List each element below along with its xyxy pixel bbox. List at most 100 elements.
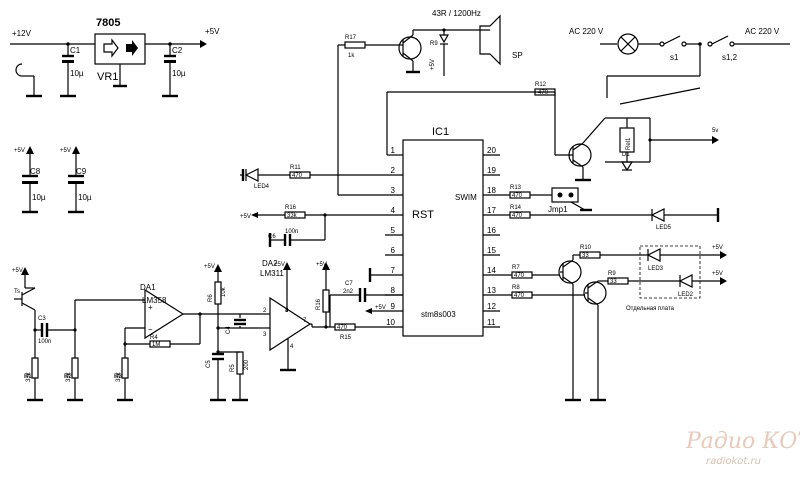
svg-text:7: 7 (303, 318, 307, 324)
svg-text:3: 3 (263, 332, 267, 338)
r7-ref: R7 (512, 265, 520, 271)
da2-supply: +5V (274, 262, 285, 268)
ac-left-label: AC 220 V (569, 27, 604, 36)
buzzer-label: 43R / 1200Hz (432, 9, 481, 18)
r6-supply: +5V (204, 264, 215, 270)
ic1-pin-20: 20 (487, 146, 496, 155)
ic1-pin-13: 13 (487, 286, 496, 295)
ic1-rst: RST (412, 209, 434, 221)
r8-value: 470 (514, 293, 525, 299)
r13-ref: R13 (510, 185, 522, 191)
r9-ref: R9 (608, 271, 616, 277)
relay-label: Rel1 (626, 137, 632, 150)
r17-value: 1k (348, 53, 355, 59)
mains-section: AC 220 V AC 220 V s1 s1,2 Rel1 5v (387, 27, 790, 182)
ic1-pin-15: 15 (487, 246, 496, 255)
ts-label: Ts (14, 289, 20, 295)
ic1-pin-17: 17 (487, 206, 496, 215)
r5-value: 200 (244, 359, 250, 370)
separate-led-board: Отдельная плата +5V LED3 +5V LED2 (626, 245, 727, 312)
input-12v-label: +12V (12, 29, 32, 38)
watermark: Радио КОТ radiokot.ru (685, 429, 800, 467)
led4-label: LED4 (254, 184, 270, 190)
led2-label: LED2 (678, 292, 694, 298)
r13-value: 470 (512, 193, 523, 199)
r3-value: 33k (116, 371, 122, 382)
r7-value: 470 (514, 273, 525, 279)
speaker-label: SP (512, 51, 523, 60)
ts-supply: +5V (12, 268, 23, 274)
c2-value: 10µ (172, 69, 186, 78)
c8-supply: +5V (14, 148, 25, 154)
ic1-pin-9: 9 (391, 302, 396, 311)
r10-ref: R10 (580, 245, 592, 251)
ic1-pin-7: 7 (391, 266, 396, 275)
board-label: Отдельная плата (626, 306, 675, 312)
analog-front-end: +5V Ts R1 33k C3 100n R2 33k (12, 259, 331, 402)
c8-ref: C8 (30, 167, 41, 176)
da2-ref: DA2 (262, 259, 278, 268)
ic1-pin-5: 5 (391, 226, 396, 235)
c3-ref: C3 (38, 316, 46, 322)
c7-value: 2n2 (343, 289, 354, 295)
r1-ref: R1 (24, 374, 32, 380)
ic1-left-connections: R11 470 LED4 +5V R16 33k C6 100n C7 2n2 (240, 45, 403, 341)
watermark-title: Радио КОТ (685, 429, 800, 454)
ic1-pin-19: 19 (487, 166, 496, 175)
c1-ref: C1 (70, 46, 81, 55)
c7-ref: C7 (345, 281, 353, 287)
watermark-url: radiokot.ru (706, 456, 761, 467)
svg-text:+5V: +5V (430, 59, 436, 70)
r8-ref: R8 (512, 285, 520, 291)
r10-value: 33 (582, 253, 589, 259)
ic1-pin-1: 1 (391, 146, 396, 155)
r14-value: 470 (512, 213, 523, 219)
c3-value: 100n (38, 339, 51, 345)
output-5v-label: +5V (205, 27, 220, 36)
svg-text:+: + (148, 303, 153, 312)
ic1-pin-10: 10 (386, 318, 395, 327)
c6-ref: C6 (268, 234, 276, 240)
svg-text:−: − (148, 325, 153, 334)
ic1-pin-14: 14 (487, 266, 496, 275)
svg-text:2: 2 (263, 308, 267, 314)
r2-ref: R2 (64, 374, 72, 380)
c6-value: 100n (285, 229, 298, 235)
da1-ref: DA1 (140, 283, 156, 292)
ic1-pin-16: 16 (487, 226, 496, 235)
ic1-pin-4: 4 (391, 206, 396, 215)
r17-ref: R17 (345, 35, 357, 41)
pin9-supply: +5V (375, 305, 386, 311)
r16-supply: +5V (240, 214, 251, 220)
regulator-name: 7805 (96, 17, 120, 29)
r6-value: 10k (221, 286, 227, 297)
ic1-swim: SWIM (455, 193, 477, 202)
r12-ref: R12 (535, 82, 547, 88)
ic1-pin-3: 3 (391, 186, 396, 195)
d1-label: D1 (622, 152, 630, 158)
ic1-pin-11: 11 (487, 318, 496, 327)
ic1-pin-6: 6 (391, 246, 396, 255)
r18-ref: R16 (316, 298, 322, 310)
r15-ref: R15 (340, 335, 352, 341)
ic1-pin-18: 18 (487, 186, 496, 195)
svg-text:4: 4 (290, 344, 294, 350)
c9-value: 10µ (78, 193, 92, 202)
power-supply: +12V C1 10µ 7805 VR1 +5V C2 10µ (10, 17, 220, 98)
buzzer-section: 43R / 1200Hz R17 1k R9 +5V SP (338, 9, 523, 76)
relay-supply: 5v (712, 128, 718, 134)
r4-value: 1M (152, 342, 160, 348)
r9-value: 33 (610, 279, 617, 285)
da1-part: LM358 (142, 296, 167, 305)
r4-ref: R4 (150, 335, 158, 341)
c2-ref: C2 (172, 46, 183, 55)
jmp1-label: Jmp1 (548, 205, 568, 214)
r16-value: 33k (287, 213, 298, 219)
ic1-part: stm8s003 (421, 310, 456, 319)
ic1-pin-2: 2 (391, 166, 396, 175)
led5-label: LED5 (656, 225, 672, 231)
r12-value: 470 (538, 90, 549, 96)
r14-ref: R14 (510, 205, 522, 211)
